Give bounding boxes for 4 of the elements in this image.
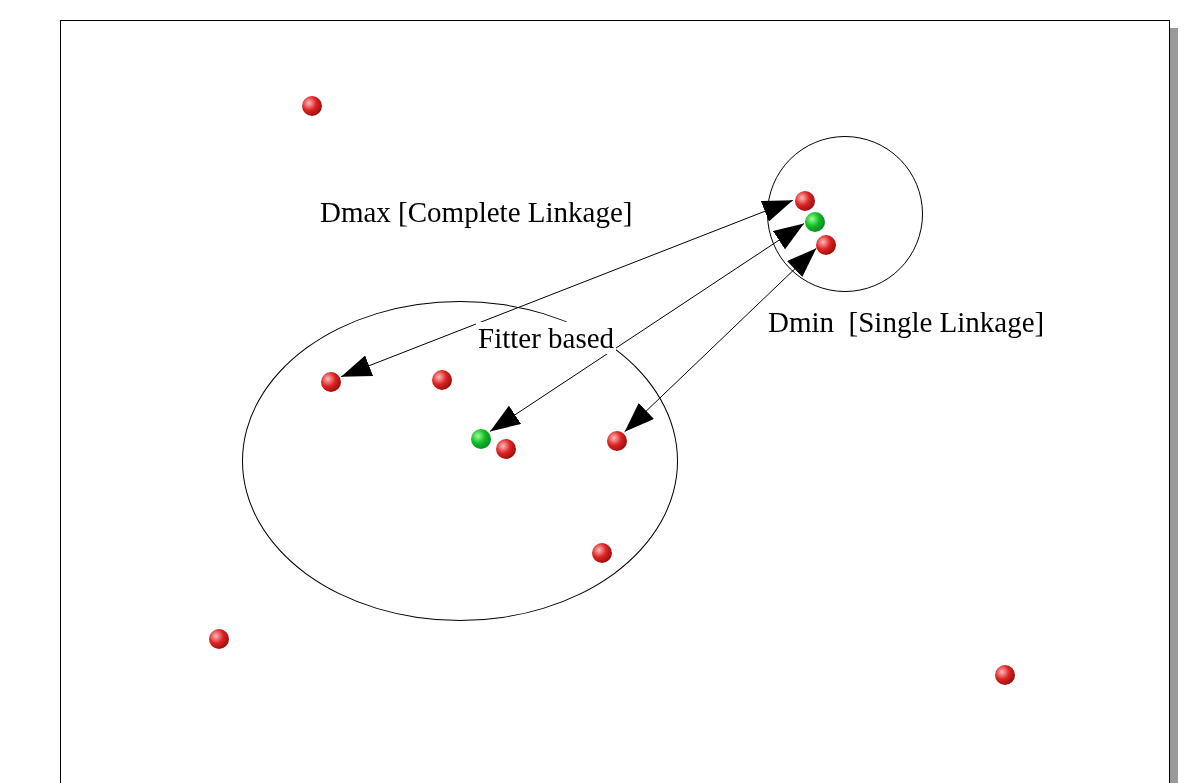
arrow (624, 247, 817, 433)
arrow (340, 199, 794, 378)
arrow (489, 223, 805, 432)
edge-label: Fitter based (476, 322, 617, 354)
